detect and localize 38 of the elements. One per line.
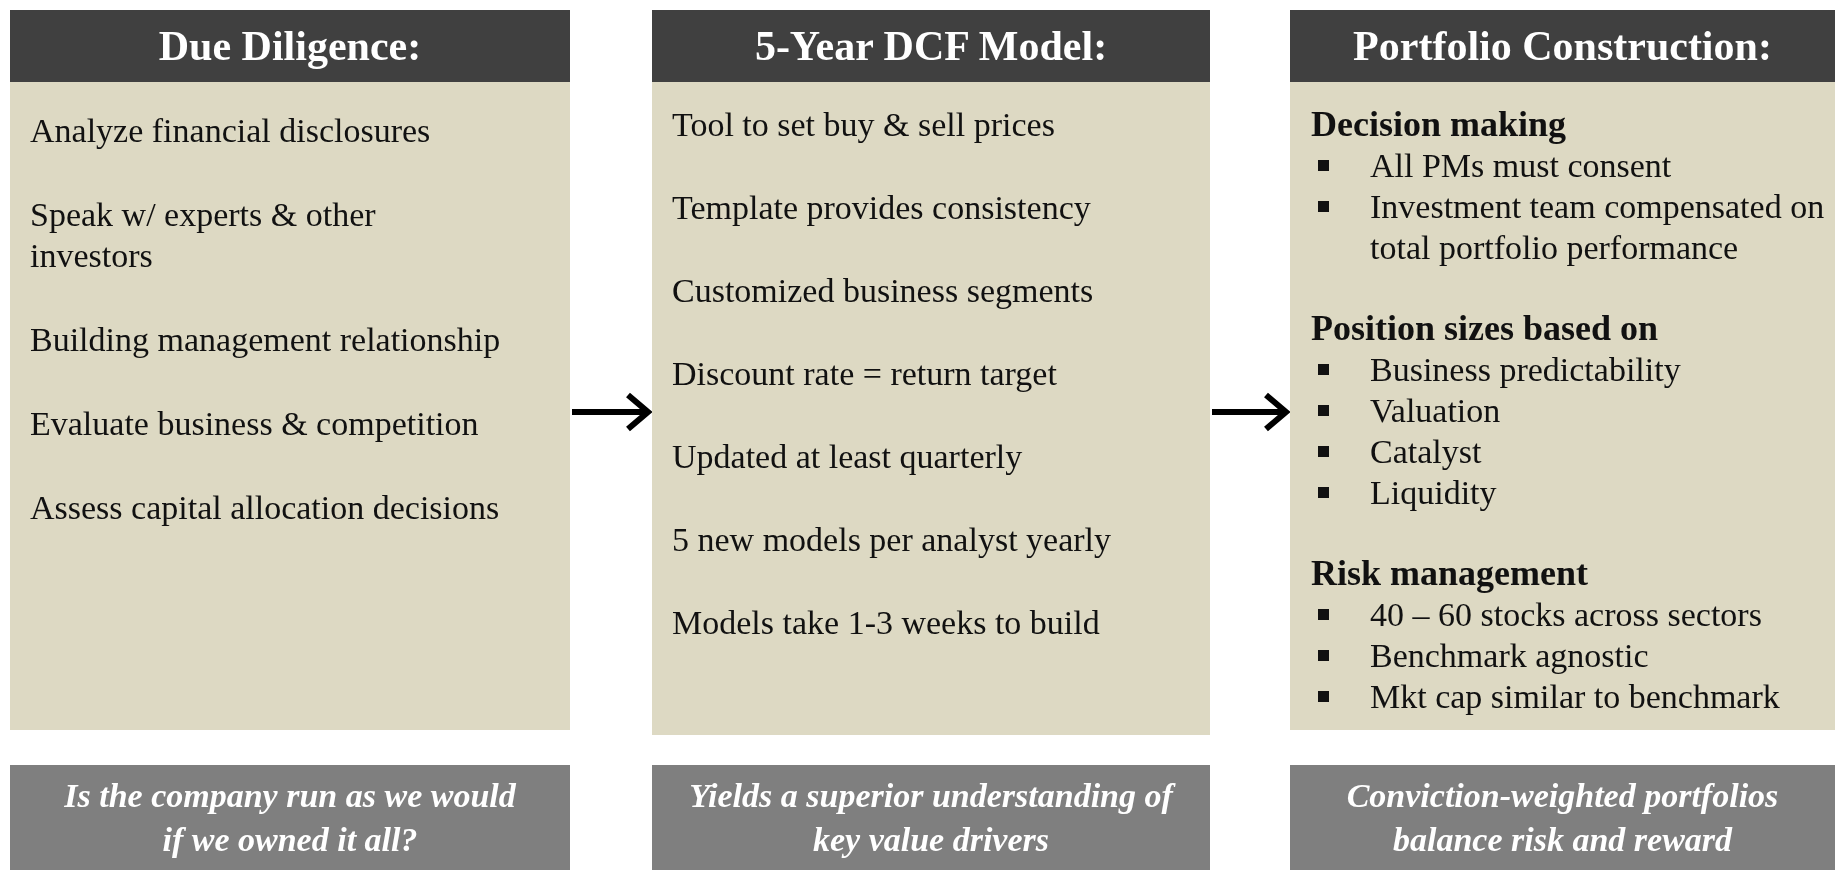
summary-text: Is the company run as we would if we owned it all? [63, 775, 517, 860]
summary-box [10, 765, 570, 870]
summary-box [652, 765, 1210, 870]
section-heading: Risk management [1311, 553, 1588, 594]
list-item: Assess capital allocation decisions [30, 488, 501, 528]
column-heading: Portfolio Construction: [1290, 10, 1835, 82]
list-item: All PMs must consent [1370, 146, 1673, 186]
list-item: 5 new models per analyst yearly [672, 520, 1113, 560]
arrow [572, 392, 651, 432]
list-item: Template provides consistency [672, 188, 1092, 228]
list-item: Business predictability [1370, 350, 1682, 390]
list-item: Evaluate business & competition [30, 404, 480, 444]
list-item: 40 – 60 stocks across sectors [1370, 595, 1763, 635]
column-panel [10, 10, 570, 730]
list-item: Catalyst [1370, 432, 1483, 472]
list-item: Benchmark agnostic [1370, 636, 1650, 676]
list-item: Discount rate = return target [672, 354, 1058, 394]
arrow [1212, 392, 1289, 432]
list-item: Valuation [1370, 391, 1502, 431]
list-item: Models take 1-3 weeks to build [672, 603, 1101, 643]
summary-box [1290, 765, 1835, 870]
list-item: Mkt cap similar to benchmark [1370, 677, 1781, 717]
summary-text: Yields a superior understanding of key value drivers [681, 773, 1181, 862]
list-item: Updated at least quarterly [672, 437, 1024, 477]
column-heading: 5-Year DCF Model: [652, 10, 1210, 82]
list-item: Analyze financial disclosures [30, 111, 432, 151]
section-heading: Position sizes based on [1311, 308, 1659, 349]
column-panel [1290, 10, 1835, 730]
column-panel [652, 10, 1210, 735]
list-item: Customized business segments [672, 271, 1095, 311]
summary-text: Conviction-weighted portfolios balance risk and reward [1345, 775, 1780, 860]
list-item: Investment team compensated on total portfolio performance [1370, 187, 1825, 268]
list-item: Tool to set buy & sell prices [672, 105, 1056, 145]
section-heading: Decision making [1311, 104, 1567, 145]
column-heading: Due Diligence: [10, 10, 570, 82]
list-item: Speak w/ experts & other investors [30, 195, 377, 276]
list-item: Liquidity [1370, 473, 1498, 513]
list-item: Building management relationship [30, 320, 502, 360]
